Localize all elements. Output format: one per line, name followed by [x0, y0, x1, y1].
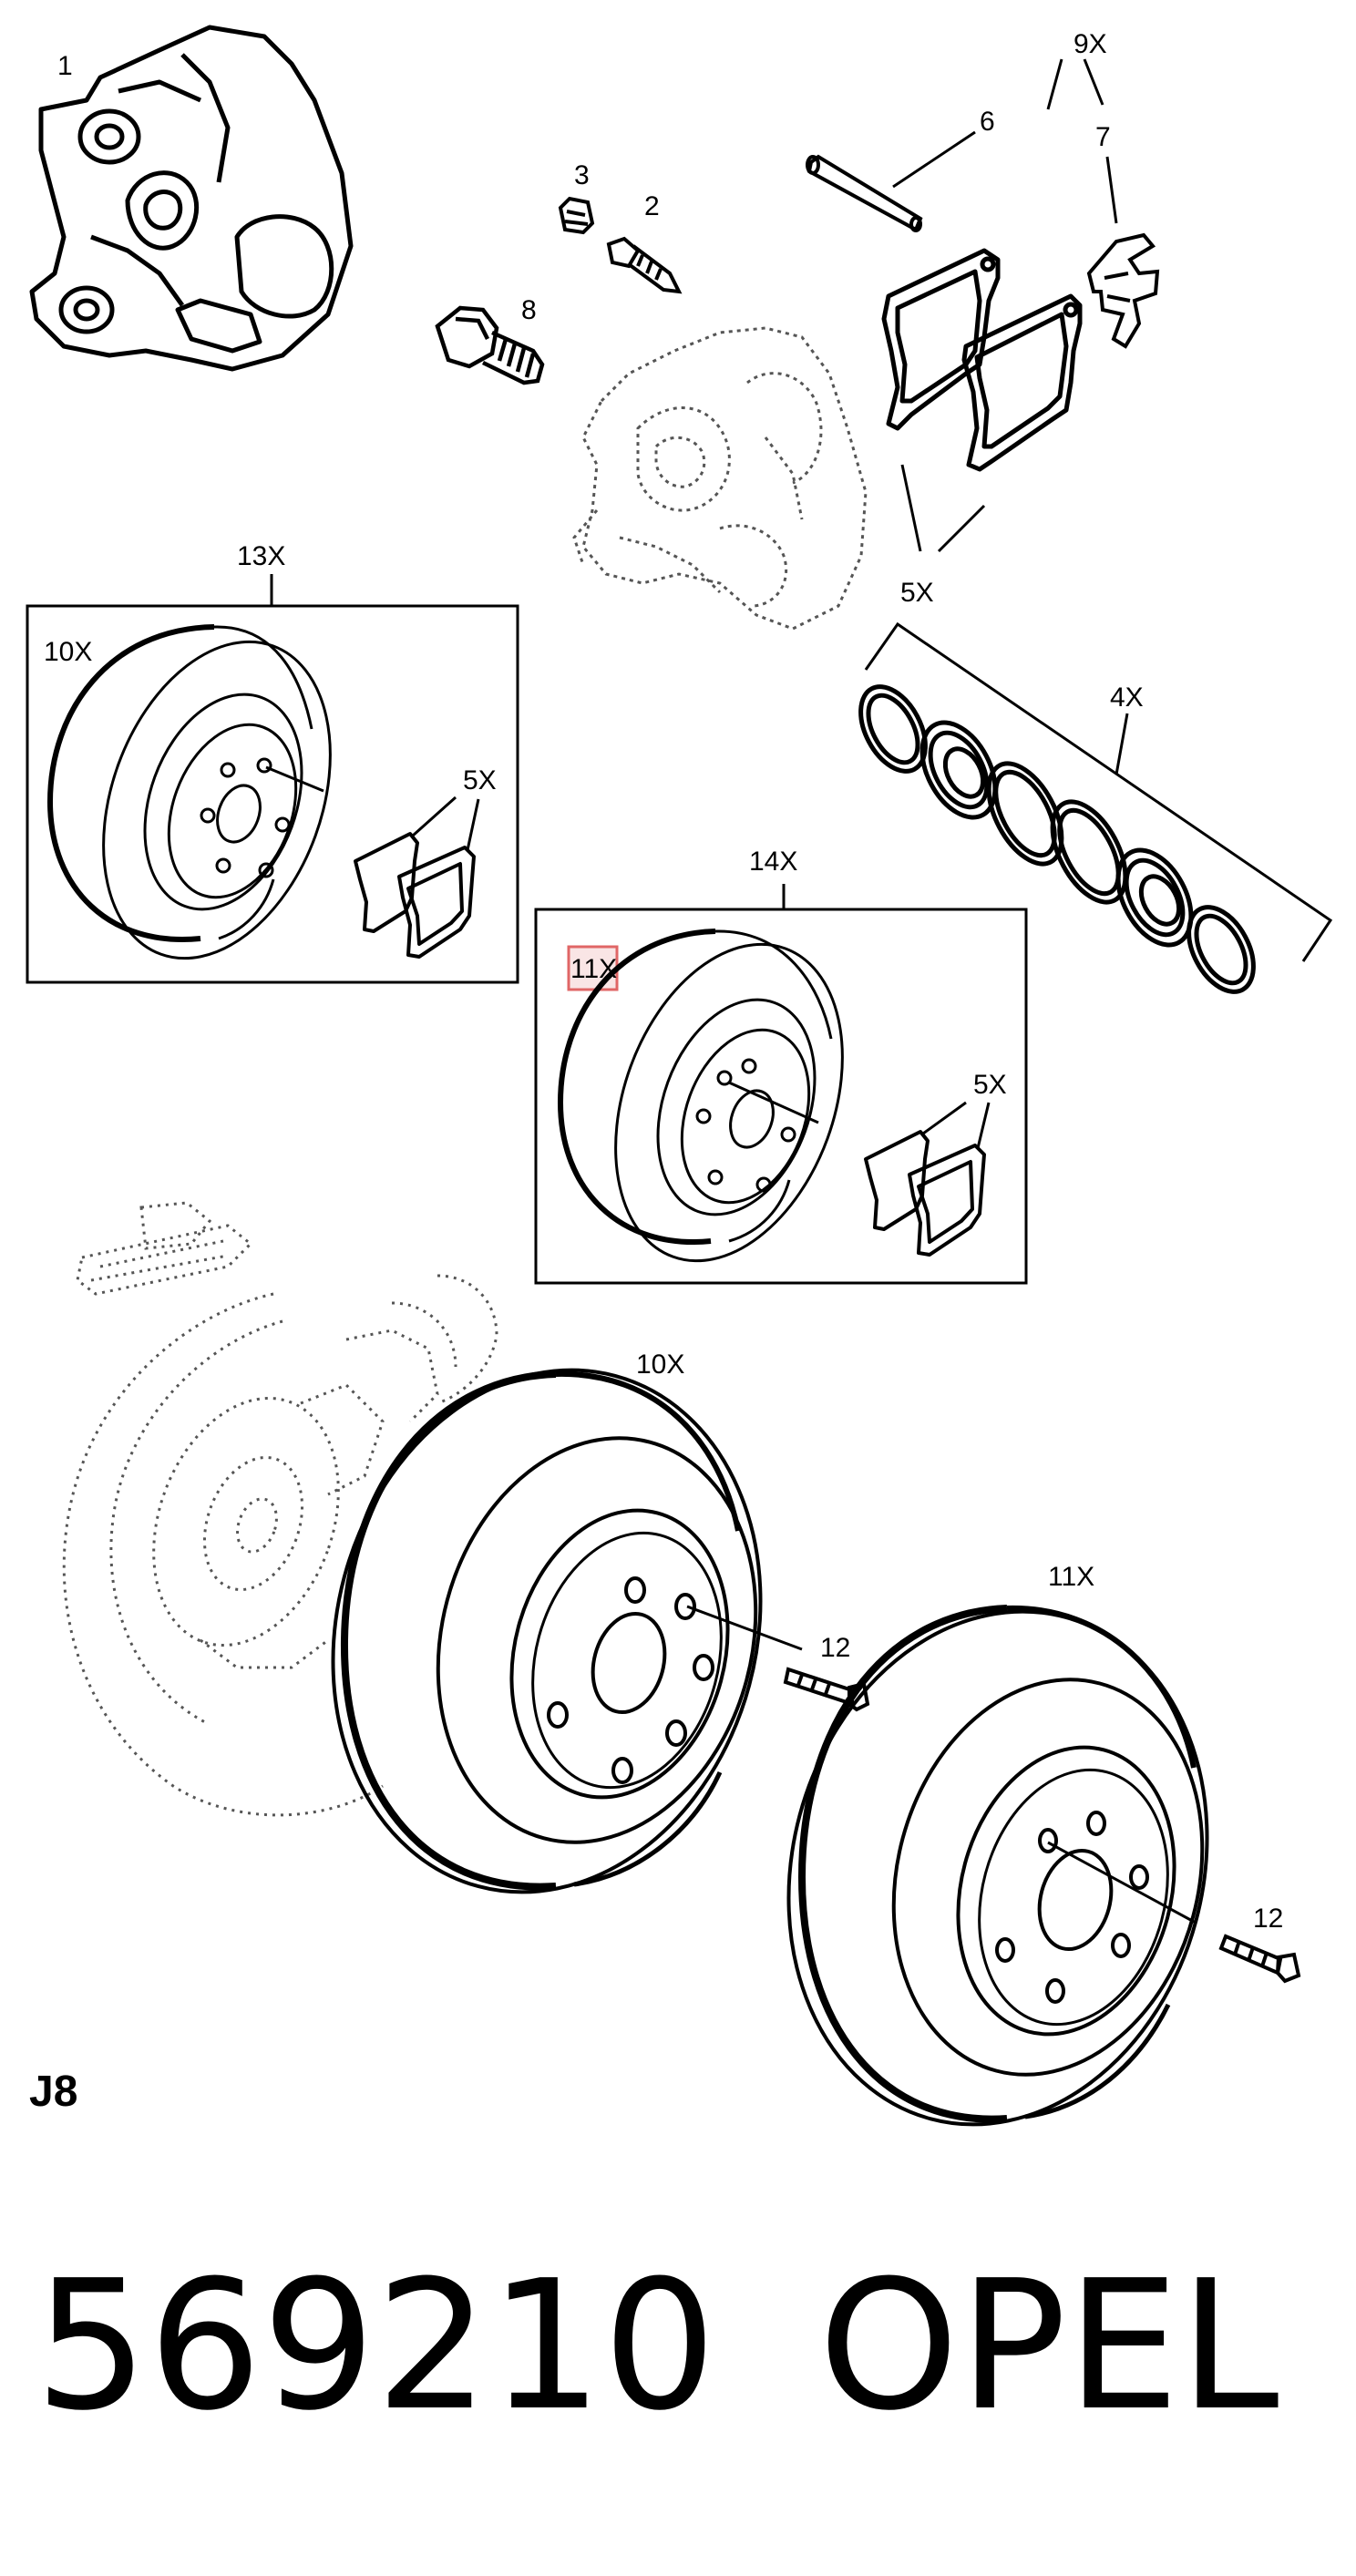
- screw-icon[interactable]: [783, 1667, 870, 1712]
- brake-disc-icon[interactable]: [733, 1564, 1263, 2171]
- screw-icon[interactable]: [1218, 1934, 1301, 1984]
- label-screw-12b: 12: [1253, 1904, 1283, 1934]
- label-kit-13-pads: 5X: [463, 765, 497, 795]
- callout-labels: 1 2 3 6 7 8 9X 4X 5X 13X 10X 5X 14X 11X …: [44, 29, 1283, 1934]
- bleeder-bolt-icon[interactable]: [606, 236, 683, 294]
- guide-pin-icon[interactable]: [806, 154, 923, 232]
- footer: 569210 OPEL: [35, 2242, 1329, 2451]
- label-disc-11: 11X: [1048, 1562, 1094, 1592]
- label-disc-10: 10X: [636, 1350, 684, 1380]
- seal-kit-bracket: [864, 621, 1333, 962]
- bolt-icon[interactable]: [435, 305, 545, 385]
- brand-name: OPEL: [818, 2242, 1279, 2450]
- caliper-icon[interactable]: [29, 25, 354, 372]
- section-code: J8: [29, 2068, 78, 2116]
- cap-icon[interactable]: [558, 196, 595, 235]
- label-kit-13-disc: 10X: [44, 637, 92, 667]
- label-kit-14: 14X: [749, 847, 797, 877]
- label-spring-7: 7: [1095, 122, 1111, 152]
- label-pin-kit: 9X: [1074, 29, 1107, 59]
- backing-plate-icon: [62, 1201, 498, 1817]
- brake-pad-icon[interactable]: [864, 1130, 986, 1257]
- brake-pad-icon[interactable]: [354, 832, 476, 959]
- kit-14-box[interactable]: [534, 908, 1028, 1285]
- seal-ring-icon[interactable]: [848, 676, 1267, 1002]
- label-seal-kit: 4X: [1110, 682, 1144, 713]
- leader-lines: [892, 58, 1129, 775]
- caliper-bracket-icon: [572, 326, 868, 631]
- label-pin-6: 6: [980, 107, 995, 137]
- label-kit-14-pads: 5X: [973, 1070, 1007, 1100]
- label-bolt-2: 2: [644, 191, 660, 221]
- label-caliper: 1: [57, 51, 73, 81]
- label-bolt-8: 8: [521, 295, 537, 325]
- label-screw-12a: 12: [820, 1633, 850, 1663]
- brake-pad-icon[interactable]: [881, 248, 1083, 472]
- label-kit-14-disc: 11X: [570, 954, 617, 984]
- part-number: 569210: [35, 2242, 717, 2450]
- brake-disc-icon[interactable]: [46, 611, 372, 990]
- highlight-box: [567, 945, 619, 991]
- label-pads-main: 5X: [900, 578, 934, 608]
- brake-disc-icon[interactable]: [276, 1321, 817, 1940]
- spring-clip-icon[interactable]: [1086, 232, 1160, 349]
- label-kit-13: 13X: [237, 541, 285, 571]
- label-cap-3: 3: [574, 160, 590, 190]
- brake-disc-icon[interactable]: [557, 913, 884, 1293]
